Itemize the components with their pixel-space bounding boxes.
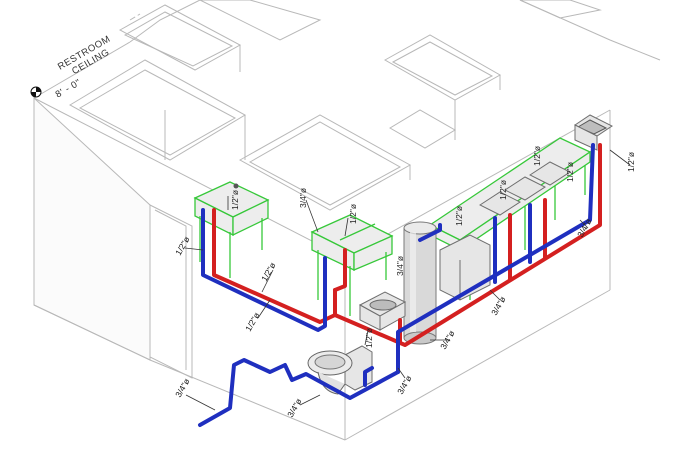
floor-edge-right xyxy=(344,289,611,441)
fixtures xyxy=(193,114,613,395)
restroom-level-line xyxy=(129,13,141,21)
pipe-label: 1/2"ø xyxy=(565,162,575,182)
pipe-label: 1/2"ø xyxy=(243,311,262,333)
cold-branch-toilet xyxy=(363,366,374,387)
floor-edge-left xyxy=(33,304,346,441)
pipe-label: 1/2"ø xyxy=(259,261,278,283)
door-opening xyxy=(149,204,193,379)
pipe-label: 1/2"ø xyxy=(173,235,192,257)
water-heater xyxy=(403,221,437,345)
ceiling-panel-4 xyxy=(383,34,502,101)
ceiling-panel-4-inner xyxy=(391,41,494,96)
hot-branch-sink-mid xyxy=(333,248,347,292)
under-counter-cabinet xyxy=(439,234,491,301)
building-shell xyxy=(33,0,661,441)
pipe-label: 3/4"ø xyxy=(395,256,405,276)
ceiling-panel-6 xyxy=(199,0,322,41)
ceiling-panel-3 xyxy=(238,114,412,211)
level-note-elevation: 8' - 0" xyxy=(54,77,83,100)
pipe-label: 3/4"ø xyxy=(438,329,457,351)
cold-branch-heater xyxy=(418,223,442,242)
ceiling-panel-3-inner xyxy=(248,121,402,206)
left-wall xyxy=(33,96,151,361)
ceiling-edge-left xyxy=(33,41,131,99)
hot-water-piping xyxy=(212,143,602,347)
hot-supply-main xyxy=(212,208,337,324)
pipe-label: 1/2"ø xyxy=(626,152,636,172)
pipe-label: 1/2"ø xyxy=(230,190,240,210)
ceiling-panel-1-inner xyxy=(123,11,234,67)
ceiling-panel-5 xyxy=(389,109,456,149)
pipe-label: 3/4"ø xyxy=(489,295,508,317)
pipe-label: 1/2"ø xyxy=(348,204,358,224)
pipe-label: 3/4"ø xyxy=(298,188,308,208)
utility-sink-left xyxy=(193,181,270,278)
ceiling-edge-far xyxy=(129,0,201,43)
pipe-label: 1/2"ø xyxy=(364,328,374,348)
cold-branch-left-sink xyxy=(201,208,327,332)
ceiling-panel-2-inner xyxy=(78,69,237,156)
lavatory-sink xyxy=(358,291,407,331)
door-frame xyxy=(154,209,187,370)
toilet xyxy=(307,345,373,395)
pipe-label: 3/4"ø xyxy=(173,377,192,399)
cold-supply-inlet xyxy=(198,358,400,427)
pipe-label: 1/2"ø xyxy=(498,180,508,200)
label-leaders xyxy=(184,149,631,411)
cold-water-piping xyxy=(198,143,595,427)
level-target-icon xyxy=(30,86,42,98)
ceiling-panel-2 xyxy=(68,59,247,161)
pipe-label: 3/4"ø xyxy=(395,374,414,396)
pipe-label: 1/2"ø xyxy=(454,206,464,226)
hot-main-run xyxy=(333,143,602,347)
ceiling-panel-7 xyxy=(519,0,602,19)
pipe-label: 1/2"ø xyxy=(532,146,542,166)
pipe-label: 3/4"ø xyxy=(285,397,304,419)
